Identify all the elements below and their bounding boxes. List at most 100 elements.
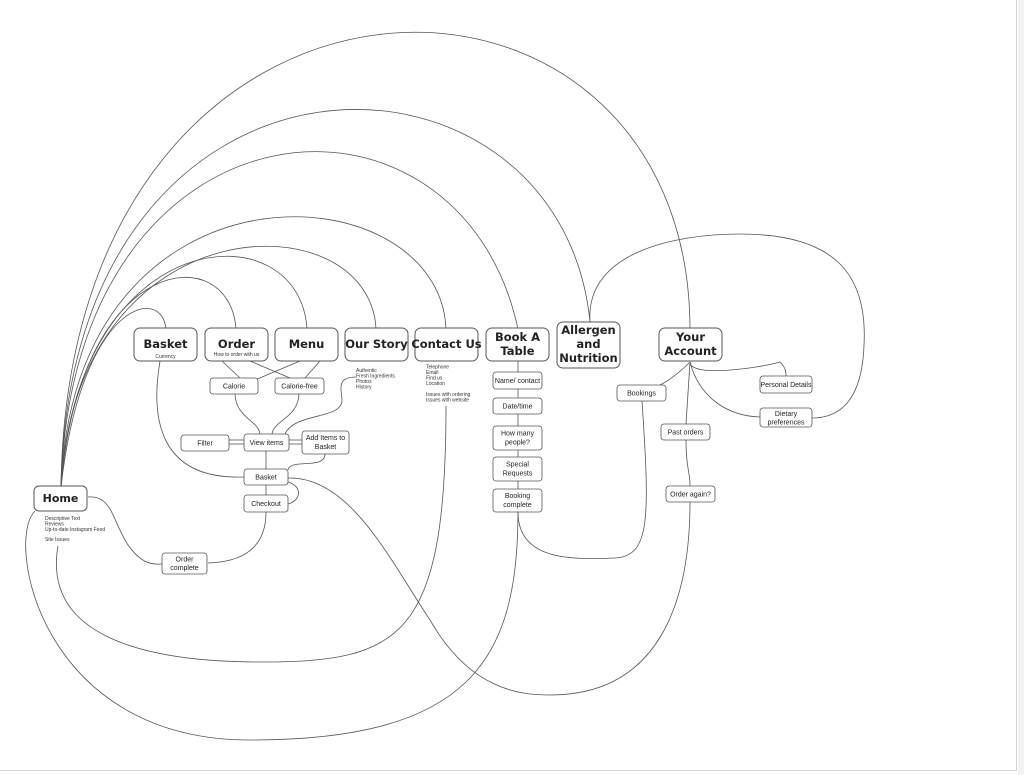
node-booking-complete-line-2: complete [503,502,532,509]
contact-notes: Telephone Email Find us Location Issues … [426,365,471,404]
node-add-items[interactable]: Add Items to Basket [301,430,350,455]
our-story-notes: Authentic Fresh Ingredients Photos Histo… [356,368,395,391]
node-calorie-label: Calorie [223,384,245,391]
node-name-contact[interactable]: Name/ contact [492,371,543,390]
node-bookings-label: Bookings [627,391,656,398]
node-order-complete-line-2: complete [170,565,199,572]
node-book-a-table-line-2: Table [500,344,534,358]
connector-home-book-table [60,151,519,488]
home-note-3: Up-to-date Instagram Feed [45,527,105,533]
node-your-account-line-2: Account [664,344,717,358]
contact-note-1: Telephone [426,365,449,371]
node-allergen-line-1: Allergen [561,323,615,337]
node-add-items-line-1: Add Items to [306,435,345,442]
node-basket[interactable]: Basket [133,327,198,362]
node-calorie-free[interactable]: Calorie-free [274,377,325,395]
node-home-label: Home [43,492,79,505]
node-menu-label: Menu [289,337,325,351]
node-booking-complete[interactable]: Booking complete [492,488,543,513]
node-contact-us[interactable]: Contact Us [411,327,482,362]
contact-note-7: Issues with website [426,398,469,404]
node-filter-label: Filter [197,441,213,448]
node-how-many-line-2: people? [505,440,530,447]
node-name-contact-label: Name/ contact [495,378,540,385]
node-date-time-label: Date/time [503,404,533,411]
connectors [25,31,865,741]
contact-note-6: Issues with ordering [426,392,471,398]
node-date-time[interactable]: Date/time [492,397,543,415]
connector-basket-order-again [287,477,691,696]
contact-note-3: Find us [426,376,443,382]
connector-basket-top-basket-flow [156,360,245,478]
node-add-items-line-2: Basket [315,444,336,451]
node-dietary-line-2: preferences [768,420,805,427]
node-your-account[interactable]: Your Account [658,327,723,362]
connector-order-calorie [221,360,241,379]
node-order-complete[interactable]: Order complete [161,552,208,575]
connector-our-story-view-items [284,376,357,435]
node-allergen-line-3: Nutrition [559,351,617,365]
node-home[interactable]: Home [33,485,88,512]
connector-menu-calorie-free [304,360,321,379]
connector-basket-checkout-loop [287,481,299,505]
our-story-note-3: Photos [356,379,372,385]
our-story-note-4: History [356,385,372,391]
node-contact-us-label: Contact Us [411,337,481,351]
node-order[interactable]: Order [204,327,269,362]
node-order-again[interactable]: Order again? [665,485,716,503]
connector-add-basket [287,453,326,471]
connector-calorie-view-items [234,393,261,435]
connector-account-personal [689,361,787,377]
connector-order-calorie-free [249,360,291,379]
connector-home-order-complete [87,496,163,565]
node-our-story[interactable]: Our Story [344,327,409,362]
node-basket-flow[interactable]: Basket [243,468,289,486]
node-special-requests-line-1: Special [506,462,529,469]
contact-note-2: Email [426,370,439,376]
node-book-a-table[interactable]: Book A Table [485,327,550,362]
node-how-many-people[interactable]: How many people? [492,425,543,451]
node-view-items[interactable]: View items [243,433,290,452]
node-order-again-label: Order again? [670,492,711,499]
node-menu[interactable]: Menu [274,327,339,362]
connector-home-allergen [60,109,591,488]
node-past-orders-label: Past orders [668,430,704,437]
node-your-account-line-1: Your [675,330,705,344]
our-story-note-1: Authentic [356,368,377,374]
node-how-many-line-1: How many [501,431,535,438]
connector-allergen-dietary [589,233,865,419]
node-order-label: Order [218,337,255,351]
node-filter[interactable]: Filter [180,434,230,452]
connector-checkout-order-complete [207,511,267,564]
node-booking-complete-line-1: Booking [505,493,530,500]
node-bookings[interactable]: Bookings [616,384,667,402]
home-note-5: Site Issues [45,537,70,543]
connector-home-order [60,276,237,488]
connector-home-booking-loop [25,510,519,741]
connector-home-your-account [60,31,691,488]
node-special-requests-line-2: Requests [503,471,533,478]
basket-note: Currency [155,354,176,360]
node-allergen-nutrition[interactable]: Allergen and Nutrition [556,321,621,369]
connector-booking-bookings [517,400,647,560]
connector-home-contact-loop [56,405,447,663]
node-checkout[interactable]: Checkout [243,494,289,513]
connector-account-bookings [659,361,691,386]
connector-home-menu [60,255,308,488]
connector-account-dietary [689,361,761,418]
scrollbar[interactable] [1018,0,1024,775]
node-calorie[interactable]: Calorie [209,377,259,395]
node-book-a-table-line-1: Book A [495,330,540,344]
our-story-note-2: Fresh Ingredients [356,374,395,380]
node-checkout-label: Checkout [251,501,281,508]
node-past-orders[interactable]: Past orders [660,423,711,441]
node-personal-details[interactable]: Personal Details [759,375,813,394]
home-notes: Descriptive Text Reviews Up-to-date Inst… [45,516,105,543]
node-dietary-preferences[interactable]: Dietary preferences [759,407,813,428]
node-view-items-label: View items [250,440,284,447]
contact-note-4: Location [426,381,445,387]
connector-calorie-free-view-items [271,393,300,435]
node-special-requests[interactable]: Special Requests [492,456,543,482]
